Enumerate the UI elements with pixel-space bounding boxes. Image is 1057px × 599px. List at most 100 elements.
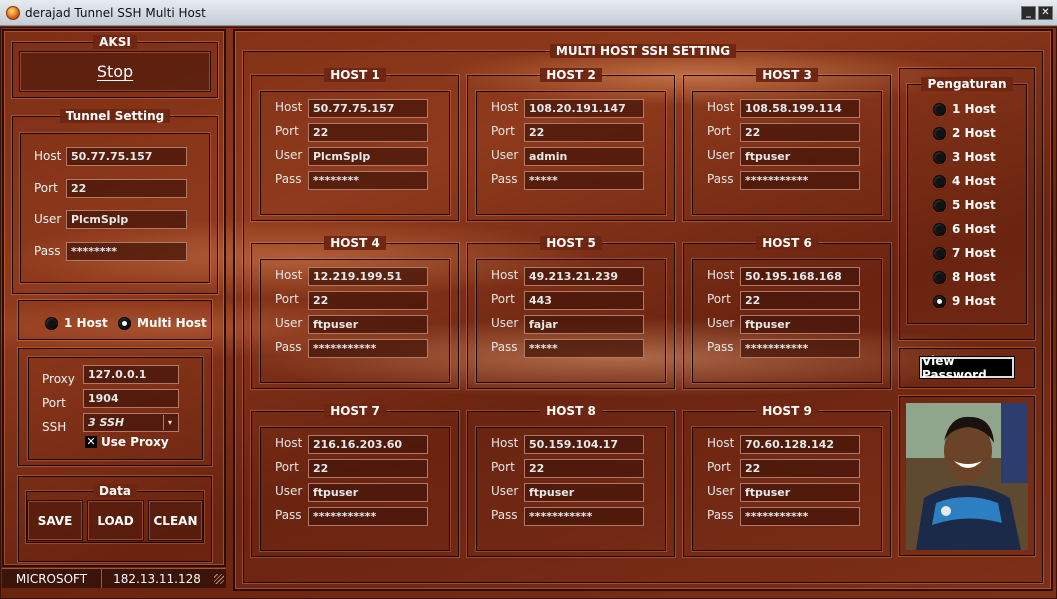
pengaturan-group <box>899 68 1035 340</box>
host-8-port-label: Port <box>491 460 515 474</box>
host-5-user-field[interactable]: fajar <box>524 315 644 334</box>
host-8-pass-field[interactable]: *********** <box>524 507 644 526</box>
pengaturan-option-5[interactable]: 5 Host <box>933 198 996 212</box>
pengaturan-option-6[interactable]: 6 Host <box>933 222 996 236</box>
host-7-inner <box>260 427 450 551</box>
host-6-host-field[interactable]: 50.195.168.168 <box>740 267 860 286</box>
pengaturan-option-7[interactable]: 7 Host <box>933 246 996 260</box>
host-9-user-field[interactable]: ftpuser <box>740 483 860 502</box>
host-3-pass-field[interactable]: *********** <box>740 171 860 190</box>
proxy-label: Proxy <box>42 372 75 386</box>
view-password-button[interactable]: View Password <box>919 354 1015 382</box>
pengaturan-option-2[interactable]: 2 Host <box>933 126 996 140</box>
host-6-user-field[interactable]: ftpuser <box>740 315 860 334</box>
host-4-host-field[interactable]: 12.219.199.51 <box>308 267 428 286</box>
resize-grip-icon[interactable] <box>214 573 224 584</box>
tunnel-port-field[interactable]: 22 <box>66 179 187 198</box>
tunnel-user-field[interactable]: PlcmSplp <box>66 210 187 229</box>
host-3-port-field[interactable]: 22 <box>740 123 860 142</box>
status-left: MICROSOFT <box>2 569 102 588</box>
host-3-host-field[interactable]: 108.58.199.114 <box>740 99 860 118</box>
pengaturan-option-3[interactable]: 3 Host <box>933 150 996 164</box>
use-proxy-checkbox[interactable]: ✕ Use Proxy <box>85 435 169 449</box>
host-6-pass-field[interactable]: *********** <box>740 339 860 358</box>
host-4-user-field[interactable]: ftpuser <box>308 315 428 334</box>
tunnel-user-label: User <box>34 212 62 226</box>
host-2-user-field[interactable]: admin <box>524 147 644 166</box>
host-1-user-label: User <box>275 148 303 162</box>
proxy-field[interactable]: 127.0.0.1 <box>83 365 179 384</box>
host-1-pass-label: Pass <box>275 172 302 186</box>
host-8-port-field[interactable]: 22 <box>524 459 644 478</box>
pengaturan-option-4-indicator <box>933 174 946 188</box>
host-4-port-field[interactable]: 22 <box>308 291 428 310</box>
host-3-host-label: Host <box>707 100 735 114</box>
ssh-select-value: 3 SSH <box>88 416 125 429</box>
radio-multi-host[interactable]: Multi Host <box>118 316 207 330</box>
host-9-inner <box>692 427 882 551</box>
host-2-inner <box>476 91 666 215</box>
status-bar: MICROSOFT 182.13.11.128 <box>2 568 226 588</box>
radio-one-host[interactable]: 1 Host <box>45 316 108 330</box>
pengaturan-option-4[interactable]: 4 Host <box>933 174 996 188</box>
status-right: 182.13.11.128 <box>113 571 201 586</box>
host-1-port-field[interactable]: 22 <box>308 123 428 142</box>
close-button[interactable]: ✕ <box>1038 6 1053 20</box>
tunnel-host-field[interactable]: 50.77.75.157 <box>66 147 187 166</box>
load-button[interactable]: LOAD <box>87 500 144 541</box>
checkmark-icon: ✕ <box>85 435 97 448</box>
host-6-user-label: User <box>707 316 735 330</box>
host-2-host-label: Host <box>491 100 519 114</box>
host-7-pass-field[interactable]: *********** <box>308 507 428 526</box>
host-3-user-label: User <box>707 148 735 162</box>
window-title: derajad Tunnel SSH Multi Host <box>25 5 206 20</box>
host-9-port-field[interactable]: 22 <box>740 459 860 478</box>
pengaturan-option-1-label: 1 Host <box>952 102 996 116</box>
pengaturan-option-9[interactable]: 9 Host <box>933 294 996 308</box>
proxy-port-label: Port <box>42 396 66 410</box>
ssh-select[interactable]: 3 SSH ▾ <box>83 413 179 432</box>
host-9-pass-field[interactable]: *********** <box>740 507 860 526</box>
host-5-port-field[interactable]: 443 <box>524 291 644 310</box>
host-8-host-field[interactable]: 50.159.104.17 <box>524 435 644 454</box>
minimize-button[interactable]: _ <box>1021 6 1036 20</box>
host-1-pass-field[interactable]: ******** <box>308 171 428 190</box>
save-button[interactable]: SAVE <box>27 500 83 541</box>
stop-button[interactable]: Stop <box>19 51 211 92</box>
host-7-port-field[interactable]: 22 <box>308 459 428 478</box>
host-1-user-field[interactable]: PlcmSplp <box>308 147 428 166</box>
host-4-pass-field[interactable]: *********** <box>308 339 428 358</box>
pengaturan-option-8[interactable]: 8 Host <box>933 270 996 284</box>
host-2-port-field[interactable]: 22 <box>524 123 644 142</box>
pengaturan-option-8-indicator <box>933 270 946 284</box>
host-7-host-field[interactable]: 216.16.203.60 <box>308 435 428 454</box>
clean-button[interactable]: CLEAN <box>148 500 203 541</box>
host-2-host-field[interactable]: 108.20.191.147 <box>524 99 644 118</box>
host-3-user-field[interactable]: ftpuser <box>740 147 860 166</box>
proxy-port-field[interactable]: 1904 <box>83 389 179 408</box>
pengaturan-option-5-indicator <box>933 198 946 212</box>
pengaturan-option-1[interactable]: 1 Host <box>933 102 996 116</box>
host-6-port-field[interactable]: 22 <box>740 291 860 310</box>
tunnel-pass-field[interactable]: ******** <box>66 242 187 261</box>
host-9-host-field[interactable]: 70.60.128.142 <box>740 435 860 454</box>
title-bar: derajad Tunnel SSH Multi Host _ ✕ <box>0 0 1057 26</box>
host-6-port-label: Port <box>707 292 731 306</box>
host-7-user-field[interactable]: ftpuser <box>308 483 428 502</box>
host-7-user-label: User <box>275 484 303 498</box>
pengaturan-option-3-label: 3 Host <box>952 150 996 164</box>
host-5-host-field[interactable]: 49.213.21.239 <box>524 267 644 286</box>
host-1-host-field[interactable]: 50.77.75.157 <box>308 99 428 118</box>
multi-host-panel <box>233 29 1053 591</box>
host-8-user-field[interactable]: ftpuser <box>524 483 644 502</box>
host-2-pass-field[interactable]: ***** <box>524 171 644 190</box>
host-7-port-label: Port <box>275 460 299 474</box>
host-5-pass-field[interactable]: ***** <box>524 339 644 358</box>
host-3-inner <box>692 91 882 215</box>
